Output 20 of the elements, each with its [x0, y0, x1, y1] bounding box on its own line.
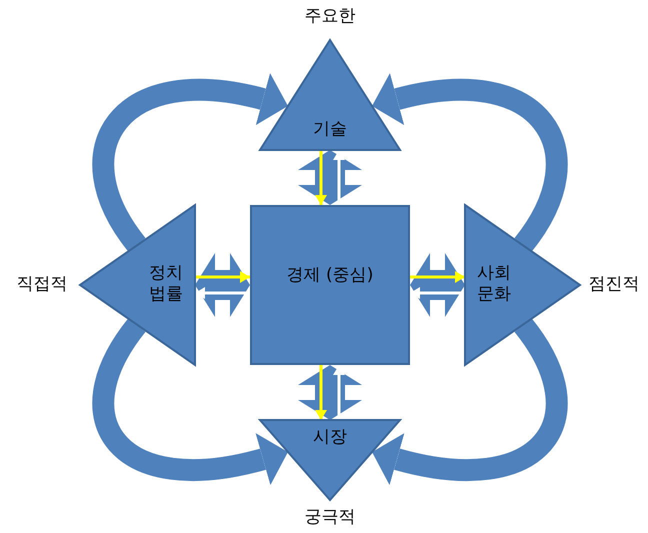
side-label: 점진적 [588, 273, 640, 296]
arrow [315, 365, 327, 420]
side-label: 주요한 [304, 5, 356, 28]
side-label: 궁극적 [304, 506, 356, 529]
arrow [195, 271, 250, 283]
curved-arrow [92, 72, 288, 252]
block-arrow [298, 150, 362, 205]
curved-arrow [372, 72, 568, 252]
node-label: 정치 법률 [148, 263, 184, 306]
arrow [315, 150, 327, 205]
node-label: 기술 [312, 118, 348, 140]
node-label: 시장 [312, 426, 348, 449]
block-arrow [195, 253, 250, 317]
square-box [250, 205, 410, 365]
block-arrow [410, 253, 465, 317]
node-label: 경제 (중심) [286, 265, 374, 286]
block-arrow [298, 365, 362, 420]
arrow [410, 271, 465, 283]
side-label: 직접적 [16, 273, 68, 296]
node-label: 사회 문화 [476, 263, 512, 306]
